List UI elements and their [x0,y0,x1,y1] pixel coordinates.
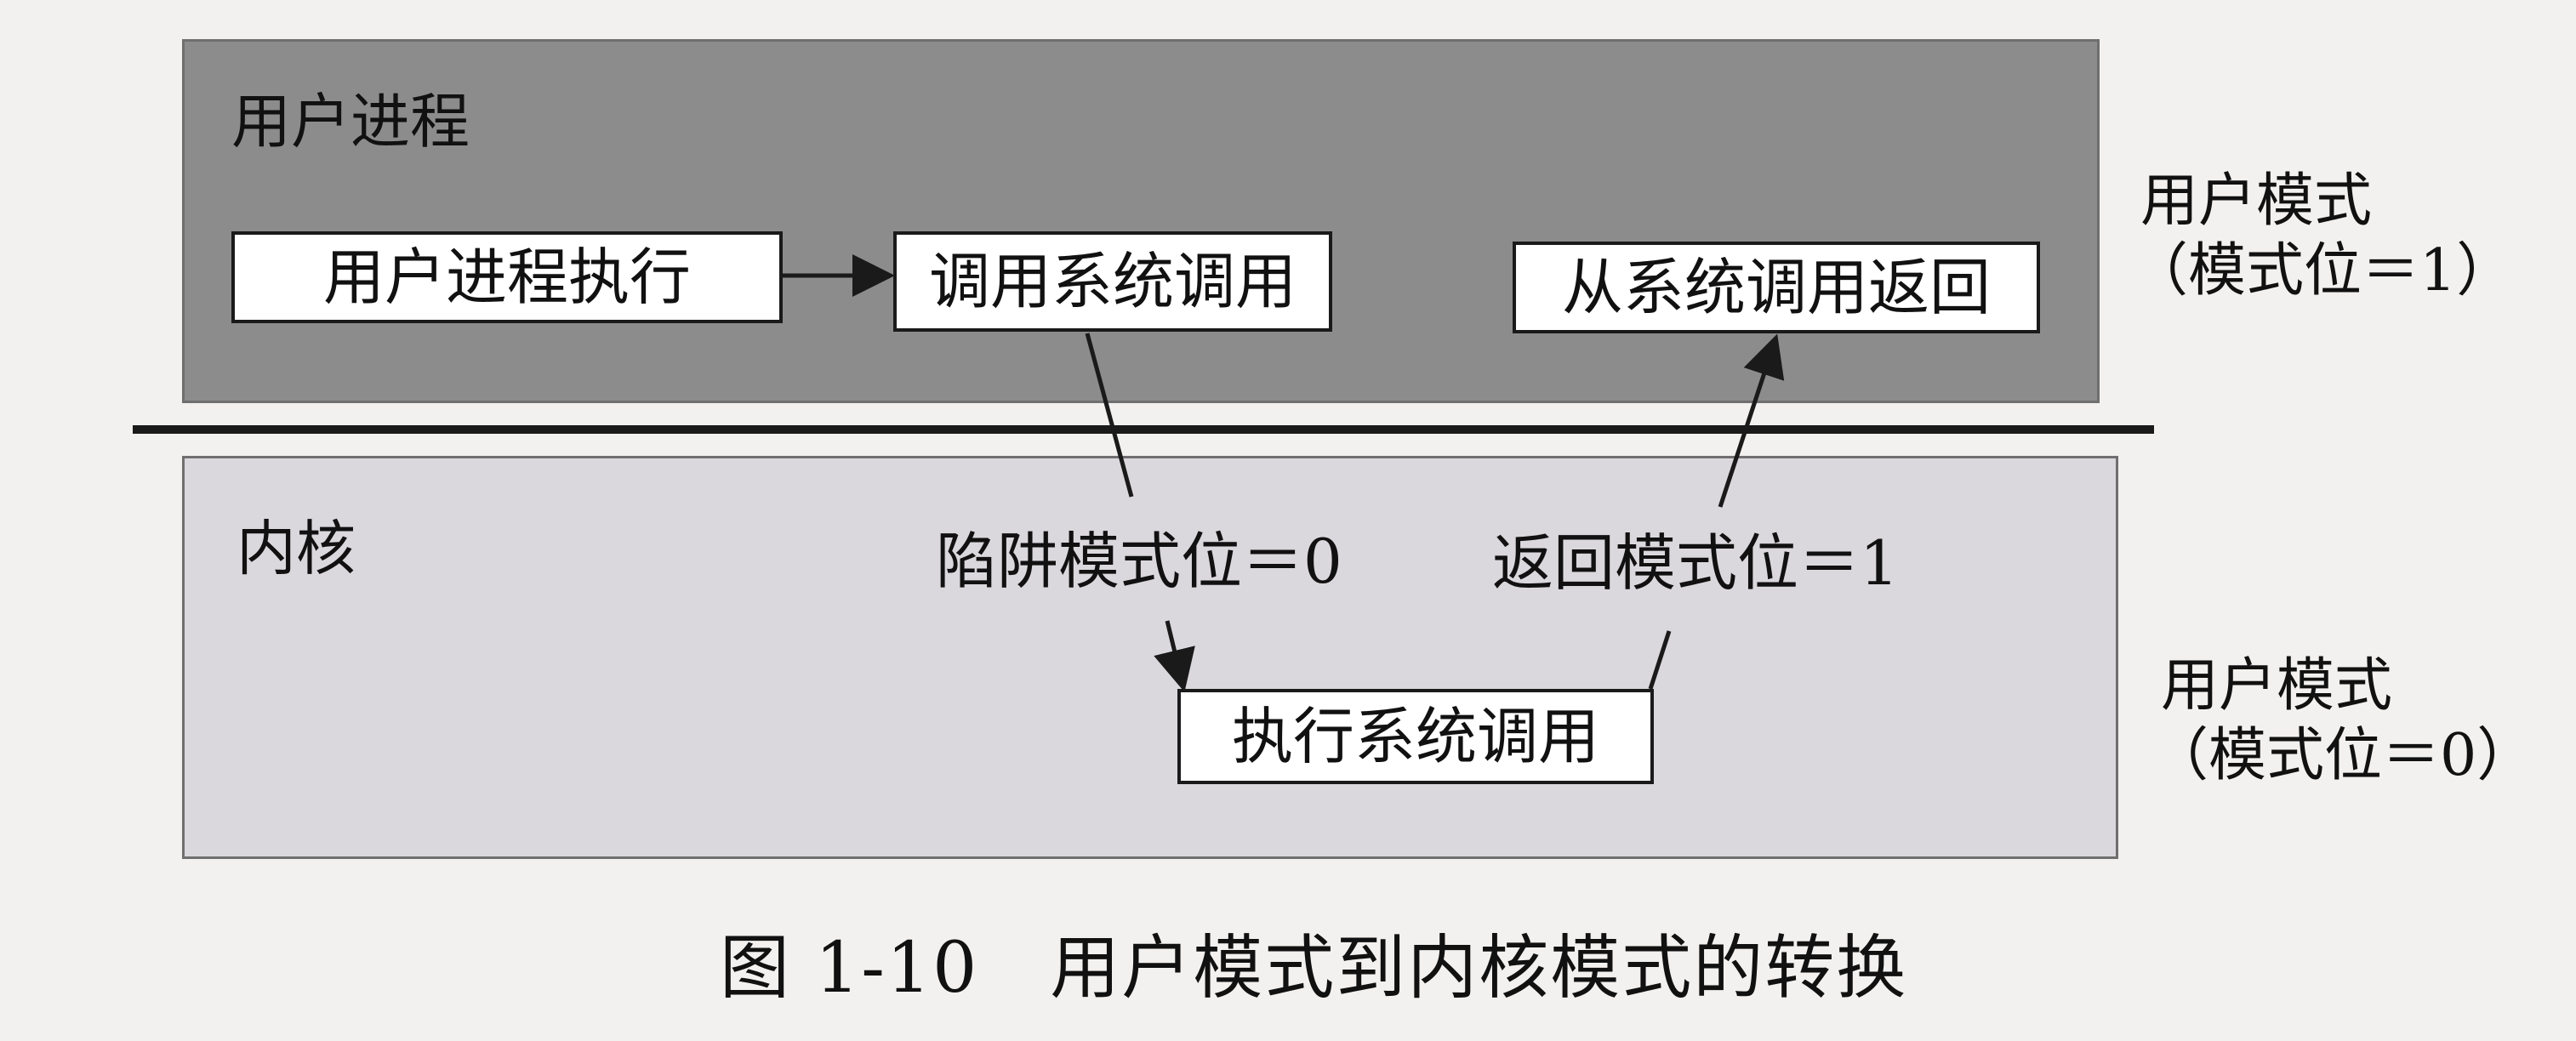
mode-divider-line [133,425,2154,434]
kernel-panel [182,456,2118,859]
kernel-label: 内核 [237,514,356,583]
user-process-exec-box: 用户进程执行 [231,231,783,323]
trap-mode-bit-text: 陷阱模式位＝0 [936,526,1342,597]
exec-system-call-box: 执行系统调用 [1177,689,1654,784]
figure-caption: 图 1-10 用户模式到内核模式的转换 [720,928,1908,1009]
top-mode-label: 用户模式 （模式位＝1） [2130,167,2514,305]
user-process-panel [182,39,2100,403]
user-process-label: 用户进程 [231,87,470,156]
return-mode-bit-text: 返回模式位＝1 [1492,527,1899,599]
top-mode-line1: 用户模式 [2140,168,2373,235]
call-system-call-box: 调用系统调用 [893,231,1332,332]
bottom-mode-line1: 用户模式 [2161,652,2393,720]
bottom-mode-label: 用户模式 （模式位＝0） [2151,651,2534,790]
bottom-mode-line2: （模式位＝0） [2151,721,2535,789]
top-mode-line2: （模式位＝1） [2130,236,2515,304]
return-from-system-call-box: 从系统调用返回 [1513,242,2040,333]
